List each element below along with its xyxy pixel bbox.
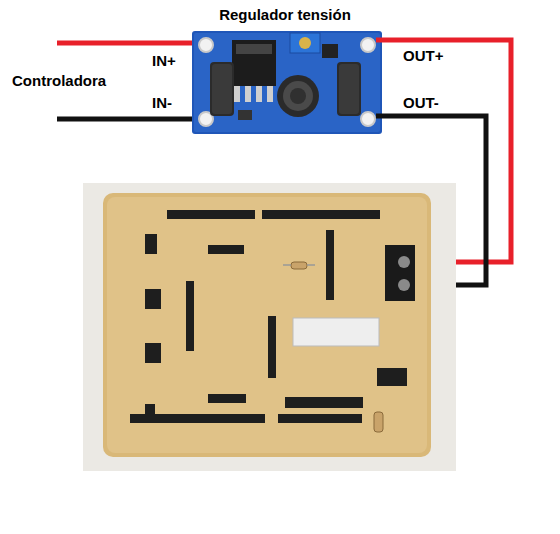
input-black-wire bbox=[57, 117, 198, 122]
source-label: Controladora bbox=[12, 72, 106, 90]
component-title: Regulador tensión bbox=[219, 6, 351, 24]
controller-pcb bbox=[83, 183, 456, 471]
pin-label: OUT- bbox=[403, 94, 439, 112]
pin-label: IN+ bbox=[152, 52, 176, 70]
pin-label: IN- bbox=[152, 94, 172, 112]
input-red-wire bbox=[57, 41, 198, 46]
regulator-module bbox=[192, 31, 382, 134]
pin-label: OUT+ bbox=[403, 47, 443, 65]
